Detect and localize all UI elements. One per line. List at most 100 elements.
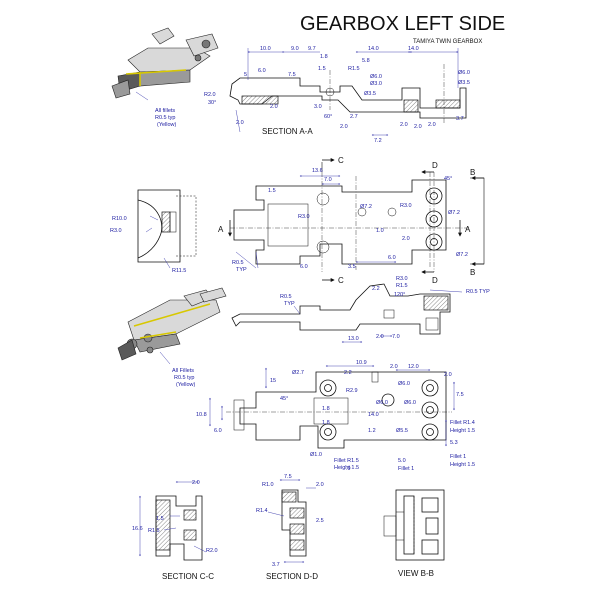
dim-aa-dia6r: Ø6.0: [458, 70, 470, 76]
dim-plan-6b: 6.0: [300, 264, 308, 270]
dim-aa-14a: 14.0: [368, 46, 379, 52]
section-dd-label: SECTION D-D: [266, 572, 318, 581]
cut-plane-b: [470, 176, 485, 266]
iso-note-bottom-2: R0.5 typ: [174, 375, 194, 381]
section-aa-label: SECTION A-A: [262, 127, 313, 136]
dim-bp-dia27: Ø2.7: [292, 370, 304, 376]
dim-aa-3: 3.0: [314, 104, 322, 110]
dim-side-13: 13.0: [348, 336, 359, 342]
dim-side-r15: R1.5: [396, 283, 408, 289]
dim-bp-15: 15: [270, 378, 276, 384]
dim-aa-2f: 2.0: [428, 122, 436, 128]
dim-bp-dia55: Ø5.5: [396, 428, 408, 434]
dim-plan-45deg: 45°: [444, 176, 452, 182]
dim-dd-2: 2.0: [316, 482, 324, 488]
dim-cc-2: 2.0: [192, 480, 200, 486]
dim-end-r10: R10.0: [112, 216, 127, 222]
dim-side-7: 7.0: [392, 334, 400, 340]
dim-aa-dia35: Ø3.5: [364, 91, 376, 97]
dim-bp-height-15b: Height 1.5: [334, 465, 359, 471]
dim-plan-dia72b: Ø7.2: [448, 210, 460, 216]
dim-bp-18b: 1.8: [322, 420, 330, 426]
dim-bp-5: 5.0: [398, 458, 406, 464]
dim-bp-fillet-r14: Fillet R1.4: [450, 420, 475, 426]
dim-dd-25: 2.5: [316, 518, 324, 524]
dim-side-2: 2.0: [376, 334, 384, 340]
dim-plan-dia72a: Ø7.2: [360, 204, 372, 210]
dim-bp-height-15a: Height 1.5: [450, 428, 475, 434]
cut-label-c-top: C: [338, 156, 344, 165]
dim-bp-18a: 1.8: [322, 406, 330, 412]
iso-note-top-2: R0.5 typ: [155, 115, 175, 121]
dim-aa-r15: R1.5: [348, 66, 360, 72]
dim-cc-r15: R1.5: [148, 528, 160, 534]
dim-side-22: 2.2: [372, 286, 380, 292]
view-b-b: [383, 489, 445, 561]
dim-bp-dia6c: Ø6.0: [404, 400, 416, 406]
drawing-title: GEARBOX LEFT SIDE: [300, 13, 505, 35]
dim-plan-r3b: R3.0: [400, 203, 412, 209]
dim-plan-6a: 6.0: [388, 255, 396, 261]
dim-plan-1: 1.0: [376, 228, 384, 234]
dim-bp-2a: 2.0: [390, 364, 398, 370]
dim-bp-fillet-r15: Fillet R1.5: [334, 458, 359, 464]
cut-plane-c: [321, 158, 335, 282]
dim-plan-7: 7.0: [324, 177, 332, 183]
dim-aa-2a: 2.0: [236, 120, 244, 126]
dim-aa-37: 3.7: [456, 116, 464, 122]
dim-dd-37: 3.7: [272, 562, 280, 568]
dim-plan-typ: TYP: [236, 267, 247, 273]
dim-dd-r1: R1.0: [262, 482, 274, 488]
dim-aa-60deg: 60°: [324, 114, 332, 120]
dim-aa-dia6: Ø6.0: [370, 74, 382, 80]
dim-bp-108: 10.8: [196, 412, 207, 418]
side-elevation-view: [231, 283, 463, 343]
dim-bp-109: 10.9: [356, 360, 367, 366]
iso-note-top-3: (Yellow): [157, 122, 177, 128]
dim-plan-35: 3.5: [348, 264, 356, 270]
dim-aa-30deg: 30°: [208, 100, 216, 106]
dim-side-120: 120°: [394, 292, 405, 298]
section-d-d-view: [267, 479, 316, 563]
dim-bp-2b: 2.0: [444, 372, 452, 378]
dim-plan-r3a: R3.0: [298, 214, 310, 220]
iso-note-bottom-1: All Fillets: [172, 368, 194, 374]
isometric-view-bottom: [117, 287, 227, 365]
cut-label-b-top: B: [470, 168, 475, 177]
isometric-view-top: [111, 27, 219, 101]
dim-bp-09: .9: [346, 466, 351, 472]
iso-note-bottom-3: (Yellow): [176, 382, 196, 388]
dim-cc-166: 16.6: [132, 526, 143, 532]
dim-plan-136: 13.6: [312, 168, 323, 174]
dim-aa-dia35r: Ø3.5: [458, 80, 470, 86]
dim-aa-72: 7.2: [374, 138, 382, 144]
dim-aa-2c: 2.0: [340, 124, 348, 130]
dim-cc-r2: R2.0: [206, 548, 218, 554]
dim-bp-22: 2.2: [344, 370, 352, 376]
dim-bp-6: 6.0: [214, 428, 222, 434]
dim-bp-53: 5.3: [450, 440, 458, 446]
dim-bp-height-15c: Height 1.5: [450, 462, 475, 468]
end-view-left: [137, 189, 197, 269]
dim-side-typ: TYP: [284, 301, 295, 307]
cut-label-b-bottom: B: [470, 268, 475, 277]
dim-aa-9: 9.0: [291, 46, 299, 52]
cut-label-d-bottom: D: [432, 276, 438, 285]
cut-label-a-left: A: [218, 225, 224, 234]
dim-plan-15: 1.5: [268, 188, 276, 194]
dim-end-r3: R3.0: [110, 228, 122, 234]
dim-plan-2: 2.0: [402, 236, 410, 242]
dim-aa-15: 1.5: [318, 66, 326, 72]
dim-aa-2e: 2.0: [414, 124, 422, 130]
iso-note-top-1: All fillets: [155, 108, 175, 114]
dim-aa-18: 1.8: [320, 54, 328, 60]
section-a-a-view: [229, 48, 467, 136]
dim-bp-fillet1b: Fillet 1: [450, 454, 466, 460]
dim-side-r05typ: R0.5 TYP: [466, 289, 490, 295]
dim-aa-75: 7.5: [288, 72, 296, 78]
dim-bp-45deg: 45°: [280, 396, 288, 402]
cut-plane-d: [421, 170, 435, 274]
dim-bp-dia1: Ø1.0: [310, 452, 322, 458]
dim-dd-75: 7.5: [284, 474, 292, 480]
